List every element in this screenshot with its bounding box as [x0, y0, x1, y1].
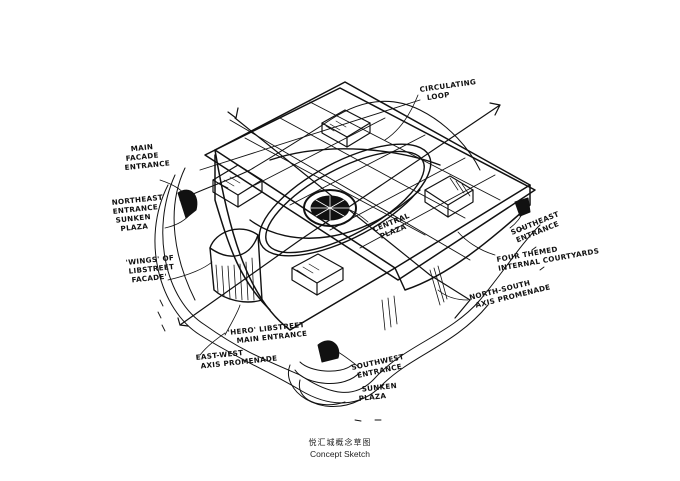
caption-chinese: 悦汇城概念草图	[308, 438, 372, 447]
label-central-plaza: CENTRAL PLAZA	[371, 210, 416, 242]
promenade-hatch-south	[381, 265, 448, 331]
sunken-plaza-southwest	[294, 340, 361, 384]
courtyard-north	[321, 109, 371, 148]
label-circulating-loop: CIRCULATING LOOP	[419, 77, 481, 103]
axis-arrows	[177, 102, 501, 327]
label-north-south-promenade: NORTH-SOUTH AXIS PROMENADE	[468, 274, 551, 311]
sunken-plaza-west	[177, 189, 198, 219]
caption-english: Concept Sketch	[309, 449, 370, 459]
courtyard-west	[212, 164, 263, 208]
label-main-entrance: 'HERO' LIBSTREET MAIN ENTRANCE	[227, 320, 309, 346]
courtyard-south	[291, 253, 344, 296]
label-main-facade-entrance: MAIN FACADE ENTRANCE	[122, 140, 170, 172]
sunken-plaza-southeast	[514, 197, 531, 217]
leader-lines	[159, 94, 525, 369]
main-entrance-volume	[209, 228, 263, 303]
label-wings-facade: 'WINGS' OF LIBSTREET FACADE'	[125, 253, 179, 285]
label-four-themed-courtyards: FOUR THEMED INTERNAL COURTYARDS	[496, 237, 600, 273]
central-plaza-dome	[303, 189, 357, 227]
label-northeast-entrance: NORTHEAST ENTRANCE SUNKEN PLAZA	[111, 192, 169, 233]
label-southeast-entrance: SOUTHEAST ENTRANCE	[509, 208, 566, 245]
courtyard-east	[424, 175, 474, 218]
site-dashes	[157, 226, 545, 422]
label-southwest-entrance: SOUTHWEST ENTRANCE	[351, 351, 410, 380]
circulating-loop-path	[249, 143, 441, 257]
label-east-west-promenade: EAST-WEST AXIS PROMENADE	[195, 345, 278, 371]
landscape-contours	[154, 100, 541, 407]
label-sunken-plaza: SUNKEN PLAZA	[357, 381, 401, 403]
